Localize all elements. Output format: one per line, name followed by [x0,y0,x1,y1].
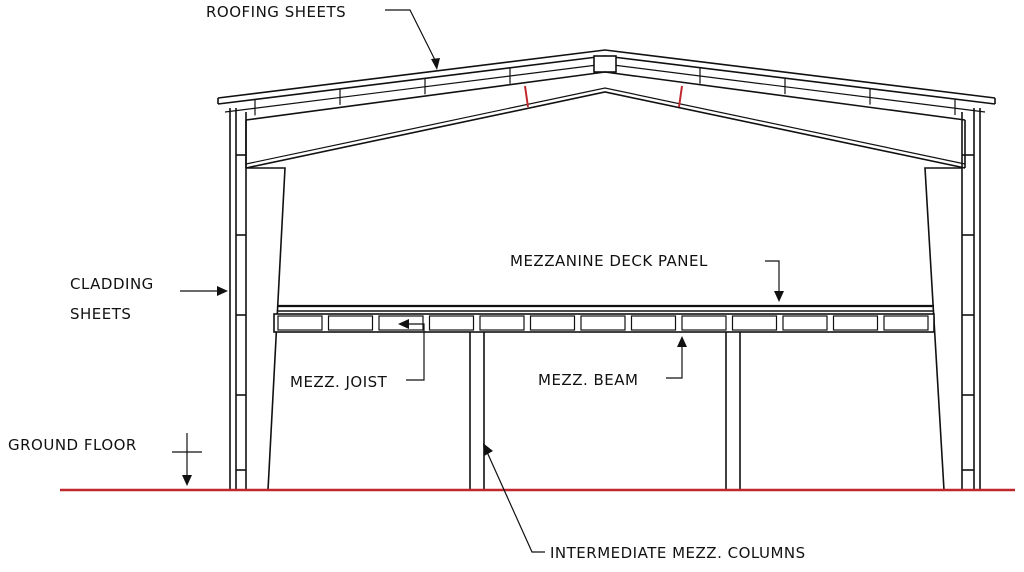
mezz-joist-block [277,315,323,331]
mezz-beam-leader [666,336,687,379]
ground-floor-label: GROUND FLOOR [8,436,137,454]
roofing-sheets [217,49,996,116]
left-wall-column [229,108,286,491]
roofing-sheets-leader [385,9,440,70]
mezz-joist-block [681,315,727,331]
mezz-joist-block [782,315,828,331]
mezz-joist-block [479,315,525,331]
mezz-joist-block [529,315,576,331]
cladding-sheets-label-line2: SHEETS [70,305,131,323]
cladding-sheets-leader [180,286,228,296]
ground-floor-marker [172,433,202,486]
mezzanine-deck-panel-leader [765,260,784,302]
intermediate-mezz-columns [469,332,741,490]
mezz-joist-block [428,315,475,331]
mezz-joist-block [883,315,929,331]
intermediate-mezz-columns-leader [483,443,545,553]
mezz-joist-leader [398,319,425,381]
mezz-joist-block [832,315,879,331]
mezzanine-deck-panel-label: MEZZANINE DECK PANEL [510,252,708,270]
mezz-beam-label: MEZZ. BEAM [538,371,638,389]
ridge-brace-right [678,85,683,108]
mezzanine-deck [273,304,935,333]
mezz-joist-block [630,315,677,331]
intermediate-mezz-columns-label: INTERMEDIATE MEZZ. COLUMNS [550,544,806,562]
mezz-joist-block [580,315,626,331]
mezz-joist-block [327,315,374,331]
mezz-joist-block [731,315,778,331]
roofing-sheets-label: ROOFING SHEETS [206,3,346,21]
right-wall-column [924,108,981,491]
cladding-sheets-label-line1: CLADDING [70,275,154,293]
mezz-joist-label: MEZZ. JOIST [290,373,388,391]
ridge-brace-left [524,85,529,108]
